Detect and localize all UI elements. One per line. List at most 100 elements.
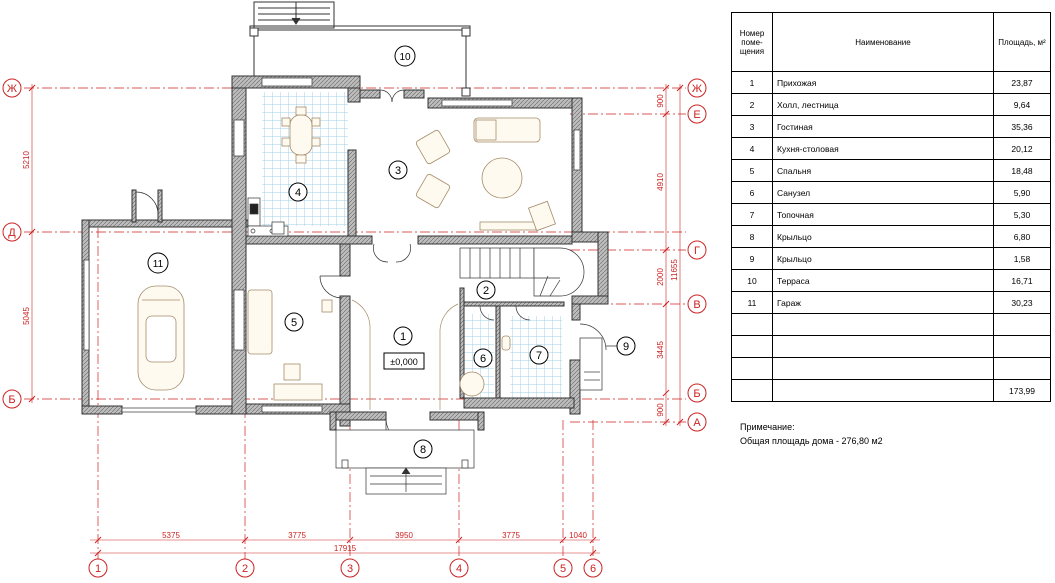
room-label-9: 9 <box>606 336 636 356</box>
cell-area: 9,64 <box>993 93 1051 116</box>
svg-text:3950: 3950 <box>395 531 413 540</box>
svg-text:Г: Г <box>694 245 700 257</box>
axis-marker-bottom-3: 3 <box>340 558 360 578</box>
room-schedule: Номер поме-щения Наименование Площадь, м… <box>731 12 1051 402</box>
porch-stairs <box>335 337 603 495</box>
svg-text:2: 2 <box>242 563 248 575</box>
furniture <box>247 106 557 401</box>
cell-num: 6 <box>731 181 773 204</box>
cell-name: Гараж <box>772 291 994 314</box>
svg-text:3445: 3445 <box>656 341 665 359</box>
svg-text:8: 8 <box>420 444 426 456</box>
svg-text:9: 9 <box>623 341 629 353</box>
car-icon <box>137 285 185 391</box>
cell-empty <box>993 357 1051 380</box>
cell-area: 23,87 <box>993 71 1051 94</box>
cell-num: 7 <box>731 203 773 226</box>
cell-empty <box>772 379 994 402</box>
cell-num: 3 <box>731 115 773 138</box>
cell-total: 173,99 <box>993 379 1051 402</box>
table-row-empty <box>731 313 1051 336</box>
level-mark: ±0,000 <box>383 352 425 370</box>
cell-area: 30,23 <box>993 291 1051 314</box>
table-row-empty <box>731 357 1051 380</box>
cell-area: 6,80 <box>993 225 1051 248</box>
cell-name: Санузел <box>772 181 994 204</box>
cell-empty <box>731 335 773 358</box>
room-label-10: 10 <box>394 45 416 67</box>
cell-num: 5 <box>731 159 773 182</box>
dimension-lines <box>28 84 684 557</box>
cell-num: 11 <box>731 291 773 314</box>
svg-text:Б: Б <box>693 388 700 400</box>
axis-marker-right-В: В <box>687 294 707 314</box>
room-label-1: 1 <box>393 326 413 346</box>
windows <box>83 77 581 413</box>
svg-text:5045: 5045 <box>22 307 31 325</box>
axis-marker-left-Д: Д <box>2 222 22 242</box>
cell-empty <box>772 357 994 380</box>
hall-curves <box>351 299 459 410</box>
table-row-total: 173,99 <box>731 379 1051 402</box>
svg-text:7: 7 <box>536 350 542 362</box>
cell-name: Прихожая <box>772 71 994 94</box>
cell-empty <box>731 357 773 380</box>
svg-text:3775: 3775 <box>288 531 306 540</box>
cell-empty <box>731 379 773 402</box>
cell-empty <box>731 313 773 336</box>
room-label-5: 5 <box>284 312 304 332</box>
svg-text:2000: 2000 <box>656 268 665 286</box>
axis-marker-left-Ж: Ж <box>2 78 22 98</box>
cell-area: 35,36 <box>993 115 1051 138</box>
room-label-4: 4 <box>288 182 308 202</box>
svg-text:6: 6 <box>480 353 486 365</box>
floor-plan: Ж Д Б Ж Е Г В Б А 1 2 3 <box>2 1 707 578</box>
cell-empty <box>772 313 994 336</box>
svg-text:3: 3 <box>395 165 401 177</box>
room-label-8: 8 <box>413 439 433 459</box>
svg-text:5210: 5210 <box>22 151 31 169</box>
svg-text:Д: Д <box>8 227 16 239</box>
note-title: Примечание: <box>740 422 795 432</box>
cell-name: Терраса <box>772 269 994 292</box>
cell-num: 2 <box>731 93 773 116</box>
cell-area: 18,48 <box>993 159 1051 182</box>
axis-marker-right-А: А <box>687 412 707 432</box>
room-label-11: 11 <box>147 252 169 274</box>
cell-area: 16,71 <box>993 269 1051 292</box>
svg-text:5375: 5375 <box>162 531 180 540</box>
cell-empty <box>993 313 1051 336</box>
svg-text:3775: 3775 <box>502 531 520 540</box>
svg-text:5: 5 <box>291 317 297 329</box>
svg-text:3: 3 <box>347 563 353 575</box>
svg-text:11: 11 <box>153 259 164 270</box>
cell-num: 9 <box>731 247 773 270</box>
svg-text:±0,000: ±0,000 <box>390 357 417 367</box>
header-number: Номер поме-щения <box>731 12 773 72</box>
cell-num: 4 <box>731 137 773 160</box>
svg-text:В: В <box>693 299 700 311</box>
svg-text:17915: 17915 <box>334 544 357 553</box>
axis-marker-bottom-2: 2 <box>235 558 255 578</box>
svg-text:6: 6 <box>590 563 596 575</box>
dimension-labels: 5375 3775 3950 3775 1040 17915 5210 5045… <box>22 94 679 553</box>
cell-area: 1,58 <box>993 247 1051 270</box>
axis-marker-bottom-5: 5 <box>553 558 573 578</box>
axis-marker-right-Б: Б <box>687 383 707 403</box>
cell-empty <box>993 335 1051 358</box>
svg-text:4910: 4910 <box>656 173 665 191</box>
note: Примечание: Общая площадь дома - 276,80 … <box>740 420 883 448</box>
cell-num: 8 <box>731 225 773 248</box>
svg-text:4: 4 <box>295 187 301 199</box>
svg-text:1040: 1040 <box>569 531 587 540</box>
svg-text:Б: Б <box>8 394 15 406</box>
svg-text:1: 1 <box>400 331 406 343</box>
svg-text:1: 1 <box>95 563 101 575</box>
svg-text:Ж: Ж <box>692 83 702 95</box>
cell-name: Крыльцо <box>772 225 994 248</box>
